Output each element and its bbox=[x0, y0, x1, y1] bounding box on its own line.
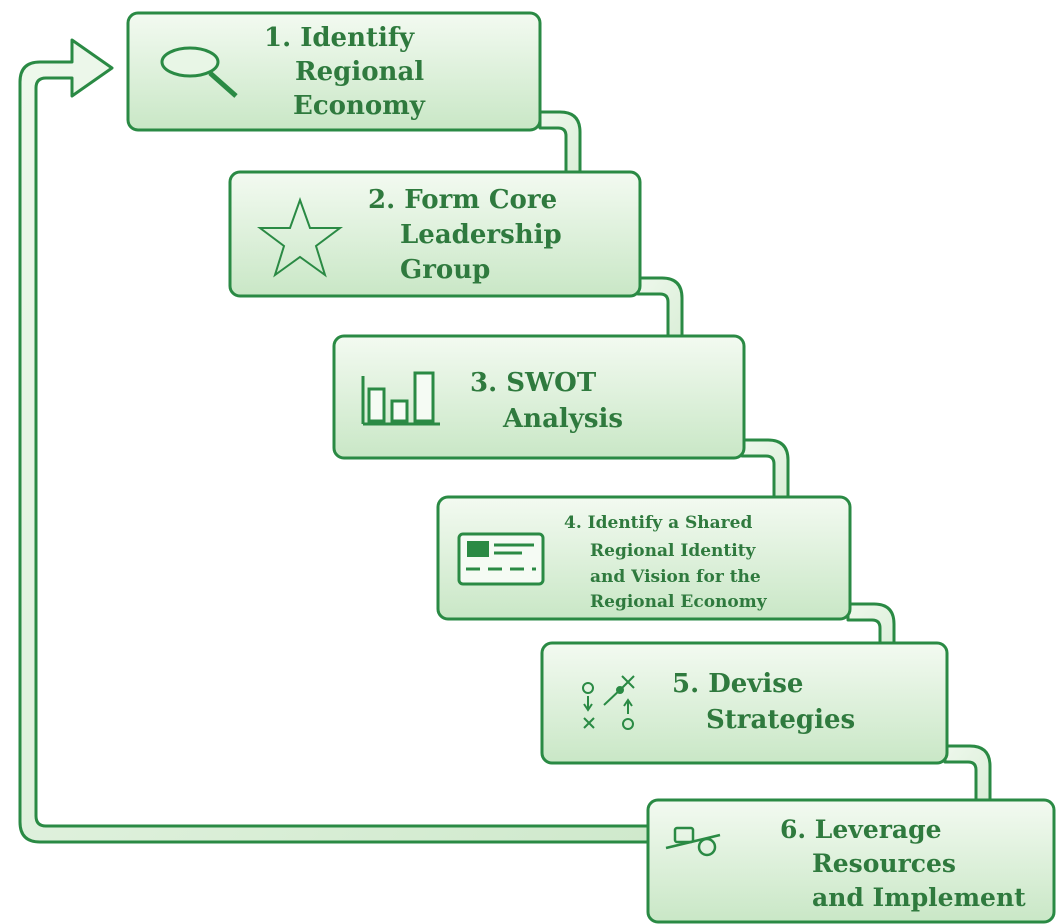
strategy-play-icon bbox=[582, 675, 635, 730]
step-6-label: 6. Leverage Resources and Implement bbox=[780, 815, 1026, 912]
step-box-6 bbox=[646, 798, 1056, 924]
seesaw-lever-icon bbox=[665, 826, 721, 857]
step-1-line-3: Economy bbox=[293, 91, 426, 121]
step-4-label: 4. Identify a Shared Regional Identity a… bbox=[564, 513, 768, 612]
step-4-line-1: 4. Identify a Shared bbox=[564, 513, 752, 533]
step-5-line-2: Strategies bbox=[706, 705, 855, 735]
step-5-label: 5. Devise Strategies bbox=[672, 669, 855, 735]
step-6-line-1: 6. Leverage bbox=[780, 815, 941, 844]
step-box-3 bbox=[332, 334, 746, 460]
step-1-label: 1. Identify Regional Economy bbox=[264, 23, 433, 121]
step-box-1 bbox=[126, 11, 542, 132]
step-2-line-1: 2. Form Core bbox=[368, 185, 557, 215]
step-4-line-3: and Vision for the bbox=[590, 567, 761, 587]
step-2-line-2: Leadership bbox=[400, 220, 562, 250]
feedback-loop-arrow bbox=[18, 38, 652, 844]
step-box-5 bbox=[540, 641, 949, 765]
step-1-line-1: 1. Identify bbox=[264, 23, 415, 53]
step-3-label: 3. SWOT Analysis bbox=[470, 368, 623, 434]
step-3-line-2: Analysis bbox=[502, 404, 623, 434]
step-5-line-1: 5. Devise bbox=[672, 669, 803, 699]
magnifier-icon bbox=[160, 46, 238, 98]
step-4-line-4: Regional Economy bbox=[590, 592, 768, 612]
step-4-line-2: Regional Identity bbox=[590, 541, 757, 561]
star-icon bbox=[257, 197, 343, 278]
step-1-line-2: Regional bbox=[295, 57, 424, 87]
step-box-2 bbox=[228, 170, 642, 298]
step-box-4 bbox=[436, 495, 852, 621]
bar-chart-icon bbox=[361, 371, 440, 426]
step-2-line-3: Group bbox=[400, 255, 490, 285]
step-6-line-3: and Implement bbox=[812, 883, 1026, 912]
step-2-label: 2. Form Core Leadership Group bbox=[368, 185, 571, 285]
step-6-line-2: Resources bbox=[812, 849, 956, 878]
step-3-line-1: 3. SWOT bbox=[470, 368, 597, 398]
id-card-icon bbox=[457, 532, 545, 586]
